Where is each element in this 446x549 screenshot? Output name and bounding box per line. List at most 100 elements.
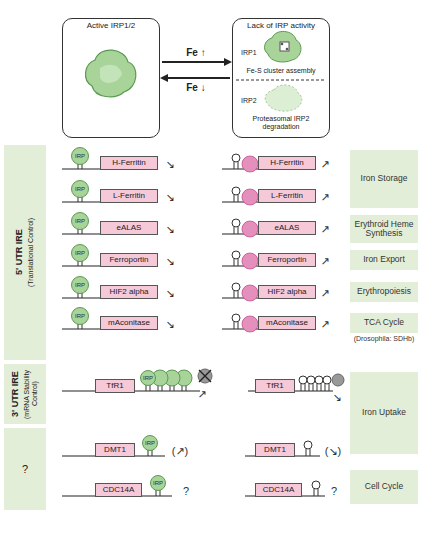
decoration: [281, 43, 284, 46]
node-text: Iron Uptake: [362, 408, 406, 417]
decoration: [199, 370, 211, 382]
node-text: (mRNA Stability Control): [22, 364, 39, 424]
regulation-arrow: (↗): [172, 445, 189, 458]
regulation-arrow: ↘: [165, 318, 174, 331]
node-text: DMT1: [104, 446, 126, 455]
decoration: [242, 285, 258, 301]
node-text: Iron Export: [363, 255, 405, 264]
decoration: [86, 50, 136, 97]
regulation-arrow: ↗: [320, 158, 329, 171]
category-band: 3' UTR IRE(mRNA Stability Control): [4, 364, 46, 424]
category-band: ?: [4, 428, 46, 510]
node-text: L-Ferritin: [271, 192, 303, 201]
decoration: [323, 376, 331, 391]
function-box: TCA Cycle(Drosophila: SDHb): [350, 313, 418, 333]
decoration: [232, 154, 240, 169]
regulation-arrow: ↗: [197, 388, 206, 401]
node-text: IRP: [145, 440, 155, 447]
edge-label: Fe ↓: [166, 82, 226, 93]
regulation-arrow: ↗: [320, 255, 329, 268]
gene-box: eALAS: [258, 221, 316, 235]
node-text: Cell Cycle: [365, 482, 403, 491]
decoration: [242, 316, 258, 332]
node-text: H-Ferritin: [112, 159, 145, 168]
irp-circle: IRP: [71, 276, 89, 294]
decoration: [265, 85, 302, 111]
node-text: Iron Storage: [361, 174, 408, 183]
node-text: Lack of IRP activity: [233, 22, 329, 31]
regulation-arrow: ↘: [165, 287, 174, 300]
ribosomes: [242, 156, 258, 332]
iron-arrow: [162, 77, 230, 79]
gene-box: Ferroportin: [258, 253, 316, 267]
node-text: eALAS: [117, 224, 142, 233]
irp-circle: IRP: [71, 244, 89, 262]
state-panel: Active IRP1/2: [62, 18, 160, 138]
node-text: Ferroportin: [109, 256, 148, 265]
node-text: IRP: [75, 186, 85, 193]
irp-circle: IRP: [142, 435, 158, 451]
function-box: Erythropoiesis: [350, 282, 418, 302]
gene-box: HIF2 alpha: [100, 285, 158, 299]
decoration: [242, 253, 258, 269]
node-text: mAconitase: [266, 319, 308, 328]
irp-circle: IRP: [71, 147, 89, 165]
node-text: Ferroportin: [267, 256, 306, 265]
regulation-arrow: ↘: [165, 223, 174, 236]
node-text: Erythroid Heme Synthesis: [353, 220, 415, 239]
gene-box: DMT1: [95, 443, 135, 457]
category-band: 5' UTR IRE(Translational Control): [4, 145, 46, 360]
regulation-arrow: ↗: [320, 287, 329, 300]
decoration: [315, 376, 323, 391]
regulation-arrow: ?: [331, 485, 337, 497]
decoration: [242, 221, 258, 237]
decoration: [280, 42, 289, 51]
function-box: Iron Uptake: [350, 372, 418, 454]
node-text: HIF2 alpha: [109, 288, 148, 297]
regulation-arrow: ↘: [165, 158, 174, 171]
regulation-arrow: ↘: [332, 391, 341, 404]
decoration: [232, 314, 240, 329]
gene-box: eALAS: [100, 221, 158, 235]
regulation-arrow: ↗: [320, 318, 329, 331]
regulation-arrow: (↘): [325, 445, 342, 458]
regulation-arrow: ↗: [320, 191, 329, 204]
node-text: IRP: [143, 375, 153, 382]
irp-circle: IRP: [71, 180, 89, 198]
regulation-arrow: ↘: [165, 191, 174, 204]
node-text: IRP: [153, 480, 163, 487]
node-text: Erythropoiesis: [357, 287, 411, 296]
edge-label: Fe ↑: [166, 47, 226, 58]
node-text: TfR1: [266, 382, 283, 391]
gene-box: DMT1: [255, 443, 295, 457]
irp-circle: IRP: [140, 370, 156, 386]
node-text: IRP: [75, 250, 85, 257]
gene-box: Ferroportin: [100, 253, 158, 267]
node-text: Proteasomal IRP2 degradation: [237, 115, 325, 130]
node-text: CDC14A: [263, 486, 295, 495]
node-text: IRP: [75, 153, 85, 160]
gene-box: CDC14A: [95, 483, 142, 497]
regulation-arrow: ↗: [320, 223, 329, 236]
gene-box: CDC14A: [255, 483, 302, 497]
decoration: [100, 65, 122, 83]
node-text: ?: [22, 463, 28, 475]
decoration: [242, 156, 258, 172]
function-box: Iron Storage: [350, 150, 418, 208]
node-text: HIF2 alpha: [267, 288, 306, 297]
regulation-arrow: ↘: [165, 255, 174, 268]
gene-box: L-Ferritin: [258, 189, 316, 203]
decoration: [232, 219, 240, 234]
node-text: DMT1: [264, 446, 286, 455]
node-text: Fe-S cluster assembly: [233, 67, 329, 75]
band-label-group: 5' UTR IRE(Translational Control): [14, 218, 36, 287]
gene-box: HIF2 alpha: [258, 285, 316, 299]
node-text: H-Ferritin: [270, 159, 303, 168]
node-text: IRP2: [241, 97, 257, 105]
decoration: [265, 31, 301, 62]
node-text: Active IRP1/2: [63, 22, 159, 31]
bound-irp-blobs: [152, 370, 192, 386]
node-text: 3' UTR IRE: [10, 364, 22, 424]
decoration: [198, 369, 212, 383]
